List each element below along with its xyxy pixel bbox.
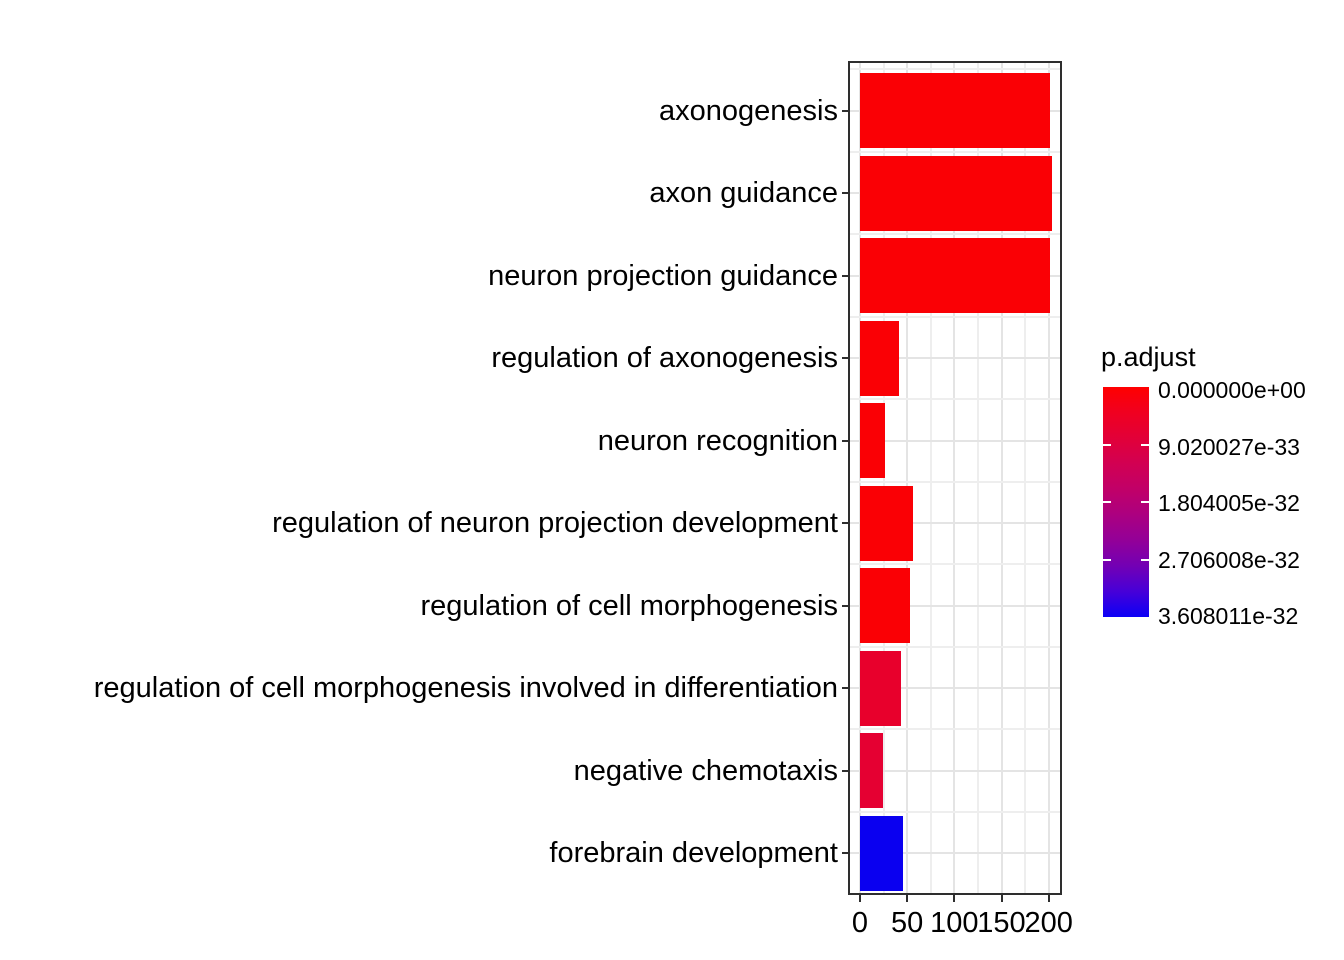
gridline-horizontal-major bbox=[850, 357, 1060, 360]
y-axis-tick bbox=[842, 522, 848, 525]
x-axis-tick-label: 200 bbox=[1024, 907, 1073, 939]
gridline-horizontal-minor bbox=[850, 68, 1060, 71]
gridline-horizontal-major bbox=[850, 439, 1060, 442]
gridline-horizontal-minor bbox=[850, 480, 1060, 483]
y-axis-label: axon guidance bbox=[649, 177, 838, 210]
gridline-horizontal-minor bbox=[850, 233, 1060, 236]
gridline-horizontal-minor bbox=[850, 645, 1060, 648]
y-axis-tick bbox=[842, 687, 848, 690]
y-axis-label: regulation of cell morphogenesis involve… bbox=[93, 672, 838, 705]
gridline-horizontal-minor bbox=[850, 810, 1060, 813]
gridline-horizontal-major bbox=[850, 769, 1060, 772]
x-axis-tick bbox=[953, 895, 956, 902]
gridline-horizontal-major bbox=[850, 604, 1060, 607]
legend-tick-left bbox=[1103, 443, 1111, 446]
legend-tick-right bbox=[1141, 443, 1149, 446]
gridline-vertical-minor bbox=[1024, 63, 1027, 893]
x-axis-tick-label: 0 bbox=[851, 907, 869, 939]
y-axis-tick bbox=[842, 109, 848, 112]
y-axis-tick bbox=[842, 852, 848, 855]
gridline-vertical-major bbox=[1000, 63, 1003, 893]
gridline-horizontal-minor bbox=[850, 150, 1060, 153]
y-axis-label: negative chemotaxis bbox=[573, 754, 838, 787]
y-axis-label: neuron projection guidance bbox=[488, 259, 838, 292]
x-axis-tick-label: 50 bbox=[891, 907, 924, 939]
y-axis-tick bbox=[842, 604, 848, 607]
bar bbox=[860, 320, 899, 396]
y-axis-label: regulation of cell morphogenesis bbox=[420, 589, 838, 622]
legend-tick-label: 1.804005e-32 bbox=[1158, 490, 1300, 516]
x-axis-tick bbox=[1000, 895, 1003, 902]
y-axis-tick bbox=[842, 274, 848, 277]
bar bbox=[860, 485, 913, 561]
bar bbox=[860, 155, 1052, 231]
gridline-vertical-major bbox=[906, 63, 909, 893]
legend-tick-left bbox=[1103, 558, 1111, 561]
y-axis-label: regulation of axonogenesis bbox=[491, 342, 838, 375]
y-axis-label: forebrain development bbox=[549, 837, 838, 870]
legend-tick-label: 0.000000e+00 bbox=[1158, 377, 1306, 403]
gridline-vertical-minor bbox=[976, 63, 979, 893]
legend-tick-left bbox=[1103, 501, 1111, 503]
y-axis-label: neuron recognition bbox=[597, 424, 838, 457]
y-axis-label: axonogenesis bbox=[659, 94, 838, 127]
gridline-vertical-major bbox=[1047, 63, 1050, 893]
gridline-horizontal-minor bbox=[850, 315, 1060, 318]
gridline-horizontal-minor bbox=[850, 398, 1060, 401]
y-axis-tick bbox=[842, 439, 848, 442]
y-axis-tick bbox=[842, 192, 848, 195]
legend-tick-label: 9.020027e-33 bbox=[1158, 433, 1300, 460]
gridline-horizontal-major bbox=[850, 852, 1060, 855]
legend-tick-right bbox=[1141, 558, 1149, 561]
legend-title: p.adjust bbox=[1101, 342, 1196, 372]
gridline-horizontal-major bbox=[850, 522, 1060, 525]
legend-tick-label: 3.608011e-32 bbox=[1158, 603, 1299, 629]
gridline-horizontal-major bbox=[850, 687, 1060, 690]
gridline-horizontal-minor bbox=[850, 728, 1060, 731]
y-axis-label: regulation of neuron projection developm… bbox=[272, 507, 838, 540]
plot-panel bbox=[848, 61, 1062, 895]
bar bbox=[860, 650, 901, 726]
legend-tick-right bbox=[1141, 501, 1149, 503]
bar bbox=[860, 403, 886, 479]
bar bbox=[860, 238, 1050, 314]
gridline-vertical-major bbox=[953, 63, 956, 893]
x-axis-tick bbox=[859, 895, 861, 902]
gridline-horizontal-minor bbox=[850, 563, 1060, 566]
x-axis-tick bbox=[1047, 895, 1050, 902]
bar bbox=[860, 73, 1050, 149]
x-axis-tick-label: 100 bbox=[930, 907, 979, 939]
y-axis-tick bbox=[842, 769, 848, 772]
bar bbox=[860, 568, 910, 644]
y-axis-tick bbox=[842, 357, 848, 360]
bar bbox=[860, 733, 883, 809]
gridline-vertical-minor bbox=[929, 63, 932, 893]
x-axis-tick bbox=[906, 895, 909, 902]
x-axis-tick-label: 150 bbox=[977, 907, 1026, 939]
bar bbox=[860, 815, 904, 891]
legend-tick-label: 2.706008e-32 bbox=[1158, 546, 1300, 573]
